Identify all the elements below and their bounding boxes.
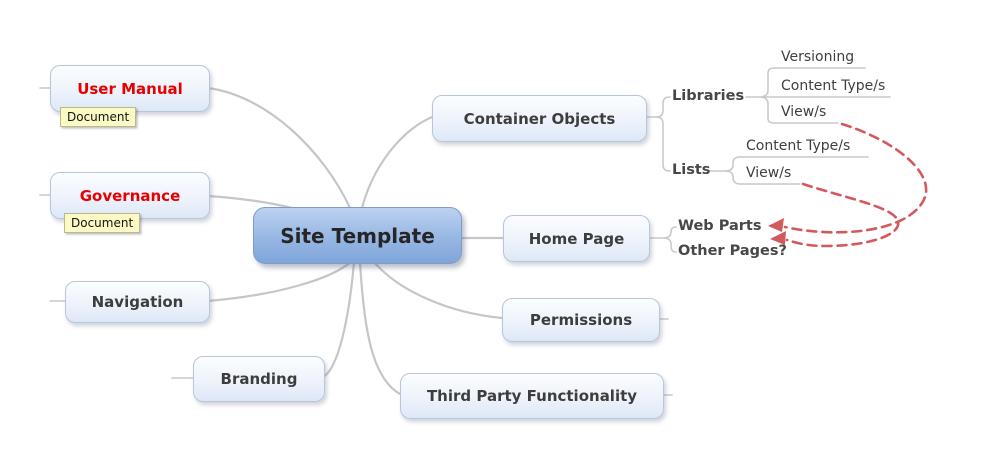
topic-libraries-content-types[interactable]: Content Type/s [781,78,886,94]
topic-lists-views[interactable]: View/s [746,165,792,181]
bracket-libraries [745,67,776,124]
topic-web-parts[interactable]: Web Parts [678,218,762,234]
relationship-arrow-libraries-views-to-web-parts[interactable] [768,122,928,234]
topic-libraries[interactable]: Libraries [672,88,745,104]
tag-document-user-manual[interactable]: Document [60,107,137,127]
relationship-arrow-lists-views-to-web-parts[interactable] [770,182,900,248]
topic-libraries-views[interactable]: View/s [781,104,827,120]
branch-navigation [206,259,354,303]
topic-third-party-functionality[interactable]: Third Party Functionality [400,373,664,419]
topic-branding[interactable]: Branding [193,356,325,402]
branch-user-manual [206,86,352,210]
topic-governance[interactable]: Governance [50,172,210,219]
topic-lists[interactable]: Lists [672,162,711,178]
branch-container-objects [360,115,434,210]
topic-other-pages[interactable]: Other Pages? [678,243,787,259]
bracket-home-page [647,226,677,253]
topic-navigation[interactable]: Navigation [65,281,210,323]
topic-lists-content-types[interactable]: Content Type/s [746,138,851,154]
topic-home-page[interactable]: Home Page [503,215,650,262]
bracket-container-objects [644,96,671,172]
topic-site-template[interactable]: Site Template [253,207,462,264]
tag-document-governance[interactable]: Document [64,213,141,233]
bracket-lists [707,156,741,185]
topic-permissions[interactable]: Permissions [502,298,660,342]
topic-user-manual[interactable]: User Manual [50,65,210,112]
branch-third-party [358,260,402,396]
branch-permissions [372,260,504,320]
topic-container-objects[interactable]: Container Objects [432,95,647,142]
topic-versioning[interactable]: Versioning [781,49,855,65]
branch-branding [321,260,356,379]
